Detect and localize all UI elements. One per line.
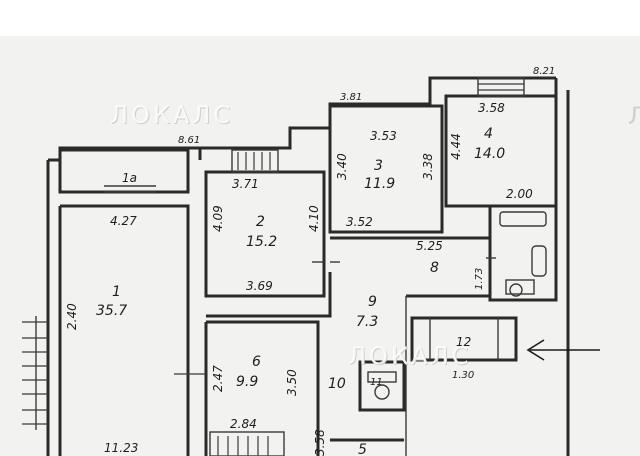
room-8-dim-right: 1.73 — [474, 268, 485, 290]
wall-ticks — [312, 257, 496, 263]
room-6-dim-left: 2.47 — [211, 365, 225, 392]
room-4-dim-top: 3.58 — [478, 101, 505, 115]
room-3-dim-left: 3.40 — [335, 153, 349, 180]
top-margin — [0, 0, 640, 36]
room-4-dim-bottom: 2.00 — [506, 187, 533, 201]
room-3-number: 3 — [374, 158, 383, 174]
room-10-11 — [358, 360, 406, 412]
room-3-dim-bottom: 3.52 — [346, 215, 373, 229]
room-9-number: 9 — [368, 294, 377, 310]
arrow-pointer-icon — [526, 339, 600, 361]
room-8-dim-top: 5.25 — [416, 239, 443, 253]
room-3 — [328, 104, 444, 234]
room-9-area: 7.3 — [356, 314, 378, 330]
watermark-center: ЛОКАЛС — [349, 343, 472, 371]
room-10-number: 10 — [328, 376, 346, 392]
room-9 — [206, 272, 332, 318]
room-11-number: 11 — [370, 377, 383, 388]
room-5-dim-left: 3.58 — [313, 429, 327, 456]
room-8-number: 8 — [430, 260, 439, 276]
room-3-dim-right: 3.38 — [421, 153, 435, 180]
room-1-dim-bottom: 11.23 — [104, 441, 138, 455]
room-3-dim-top: 3.53 — [370, 129, 397, 143]
room-4-number: 4 — [484, 126, 493, 142]
room-8 — [330, 236, 492, 456]
room-2-dim-right: 4.10 — [307, 205, 321, 232]
room-6-area: 9.9 — [236, 374, 258, 390]
dim-top-left: 8.61 — [178, 135, 200, 146]
room-1-dim-side: 2.40 — [65, 303, 79, 330]
room-3-area: 11.9 — [364, 176, 395, 192]
room-2-dim-bottom: 3.69 — [246, 279, 273, 293]
room-2-area: 15.2 — [246, 234, 277, 250]
room-2-dim-left: 4.09 — [211, 205, 225, 232]
room-6-number: 6 — [252, 354, 261, 370]
room-12 — [410, 316, 518, 362]
room-1-area: 35.7 — [96, 303, 127, 319]
room-1a — [58, 148, 190, 194]
room-4-dim-left: 4.44 — [449, 133, 463, 160]
room-2-dim-top: 3.71 — [232, 177, 259, 191]
watermark-right-edge: Л — [628, 102, 640, 130]
room-5-number: 5 — [358, 442, 367, 456]
dim-top-mid: 3.81 — [340, 92, 362, 103]
room-6-dim-right: 3.50 — [285, 369, 299, 396]
watermark-top-face: ЛОКАЛС — [110, 101, 233, 129]
room-12-dim-bottom: 1.30 — [452, 370, 474, 381]
room-2-number: 2 — [256, 214, 265, 230]
watermark-center-face: ЛОКАЛС — [348, 342, 471, 370]
room-12-number: 12 — [456, 335, 471, 349]
room-6-dim-bottom: 2.84 — [230, 417, 257, 431]
room-6 — [174, 320, 320, 456]
room-4-area: 14.0 — [474, 146, 505, 162]
room-1a-dim-bottom: 4.27 — [110, 214, 137, 228]
room-1a-number: 1a — [122, 171, 137, 185]
room-1 — [22, 204, 190, 456]
watermark-top: ЛОКАЛС — [111, 102, 234, 130]
room-2 — [204, 149, 326, 298]
room-1-number: 1 — [112, 284, 121, 300]
dim-top-right: 8.21 — [533, 66, 555, 77]
